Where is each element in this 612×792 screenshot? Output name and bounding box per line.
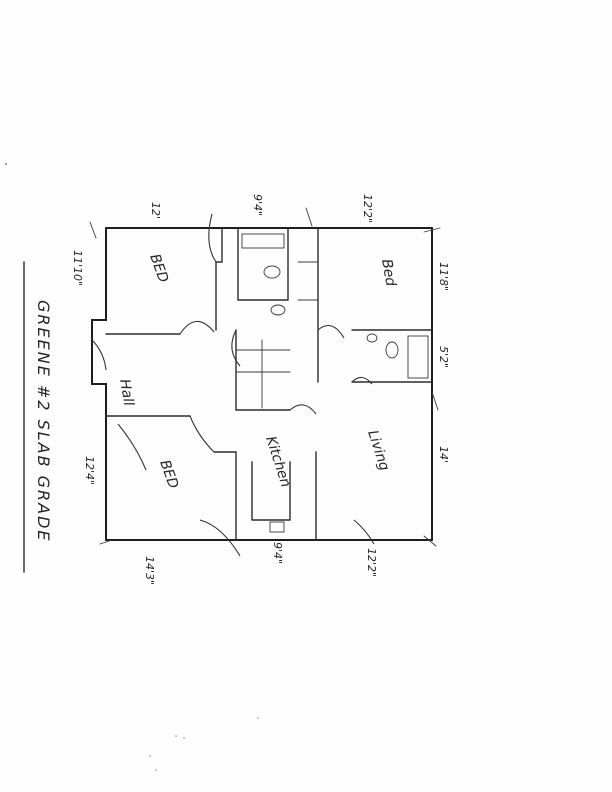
bathtub <box>241 233 285 249</box>
door-living <box>353 519 375 545</box>
tick-br <box>423 535 437 547</box>
sink <box>270 304 286 316</box>
dim-right-mid: 5'2" <box>437 346 450 368</box>
door-bath-right <box>317 324 345 339</box>
speck <box>5 163 7 165</box>
door-bed-tl <box>179 320 215 335</box>
dimension-labels: 12' 9'4" 12'2" 11'10" 11'8" 5'2" 14' 12'… <box>71 194 450 585</box>
dimension-ticks <box>89 207 441 547</box>
title-block: GREENE #2 SLAB GRADE <box>23 261 53 573</box>
toilet <box>263 265 281 279</box>
room-hall: Hall <box>116 378 136 407</box>
door-swings <box>91 213 375 557</box>
dim-left-upper: 11'10" <box>71 250 84 286</box>
outer-walls <box>91 227 433 541</box>
door-hall-1 <box>231 329 241 367</box>
tick-tl <box>89 221 97 239</box>
plan-title: GREENE #2 SLAB GRADE <box>34 300 53 543</box>
dim-bottom-right: 12'2" <box>365 548 378 577</box>
tick-top-mid <box>305 207 313 227</box>
wall-bath-top <box>237 227 289 301</box>
speck <box>149 755 151 757</box>
dim-right-lower: 14' <box>437 446 450 463</box>
dim-bottom-left: 14'3" <box>143 556 156 585</box>
scan-specks <box>5 163 259 771</box>
tick-bl <box>99 539 113 545</box>
sink-right <box>366 333 378 343</box>
door-bed-bl <box>189 415 215 453</box>
door-left-closet <box>91 339 107 371</box>
room-bed-bottom-left: BED <box>156 458 181 491</box>
room-bed-top-right: Bed <box>378 258 398 288</box>
bathtub-right <box>407 335 429 379</box>
dim-left-lower: 12'4" <box>83 456 96 485</box>
tick-tr <box>423 227 441 233</box>
toilet-right <box>385 341 399 359</box>
room-living: Living <box>364 428 392 473</box>
room-labels: BED Bed BED Kitchen Living Hall <box>116 252 398 491</box>
wall-bed-bl-right <box>213 451 237 541</box>
dim-right-upper: 11'8" <box>437 262 450 291</box>
door-hall-2 <box>289 404 317 415</box>
speck <box>175 735 177 737</box>
door-bed-bl-closet <box>117 423 147 471</box>
speck <box>257 717 259 719</box>
dim-top-mid: 9'4" <box>251 194 264 216</box>
door-front-bl <box>199 519 241 557</box>
room-bed-top-left: BED <box>146 252 171 285</box>
kitchen-sink <box>269 521 285 533</box>
room-kitchen: Kitchen <box>262 434 293 489</box>
wall-bed-tl-right <box>215 227 223 331</box>
wall-hall-left <box>235 329 291 411</box>
dim-bottom-mid: 9'4" <box>271 542 284 564</box>
kitchen-counter <box>251 461 291 521</box>
tick-right <box>431 391 439 411</box>
door-bath-right-2 <box>351 376 373 385</box>
interior-walls <box>105 227 433 541</box>
door-bed-tl-closet <box>208 213 217 263</box>
speck <box>155 769 157 771</box>
speck <box>183 737 185 739</box>
wall-left <box>91 227 107 541</box>
dim-top-right: 12'2" <box>361 194 374 223</box>
dim-top-left: 12' <box>149 202 162 219</box>
